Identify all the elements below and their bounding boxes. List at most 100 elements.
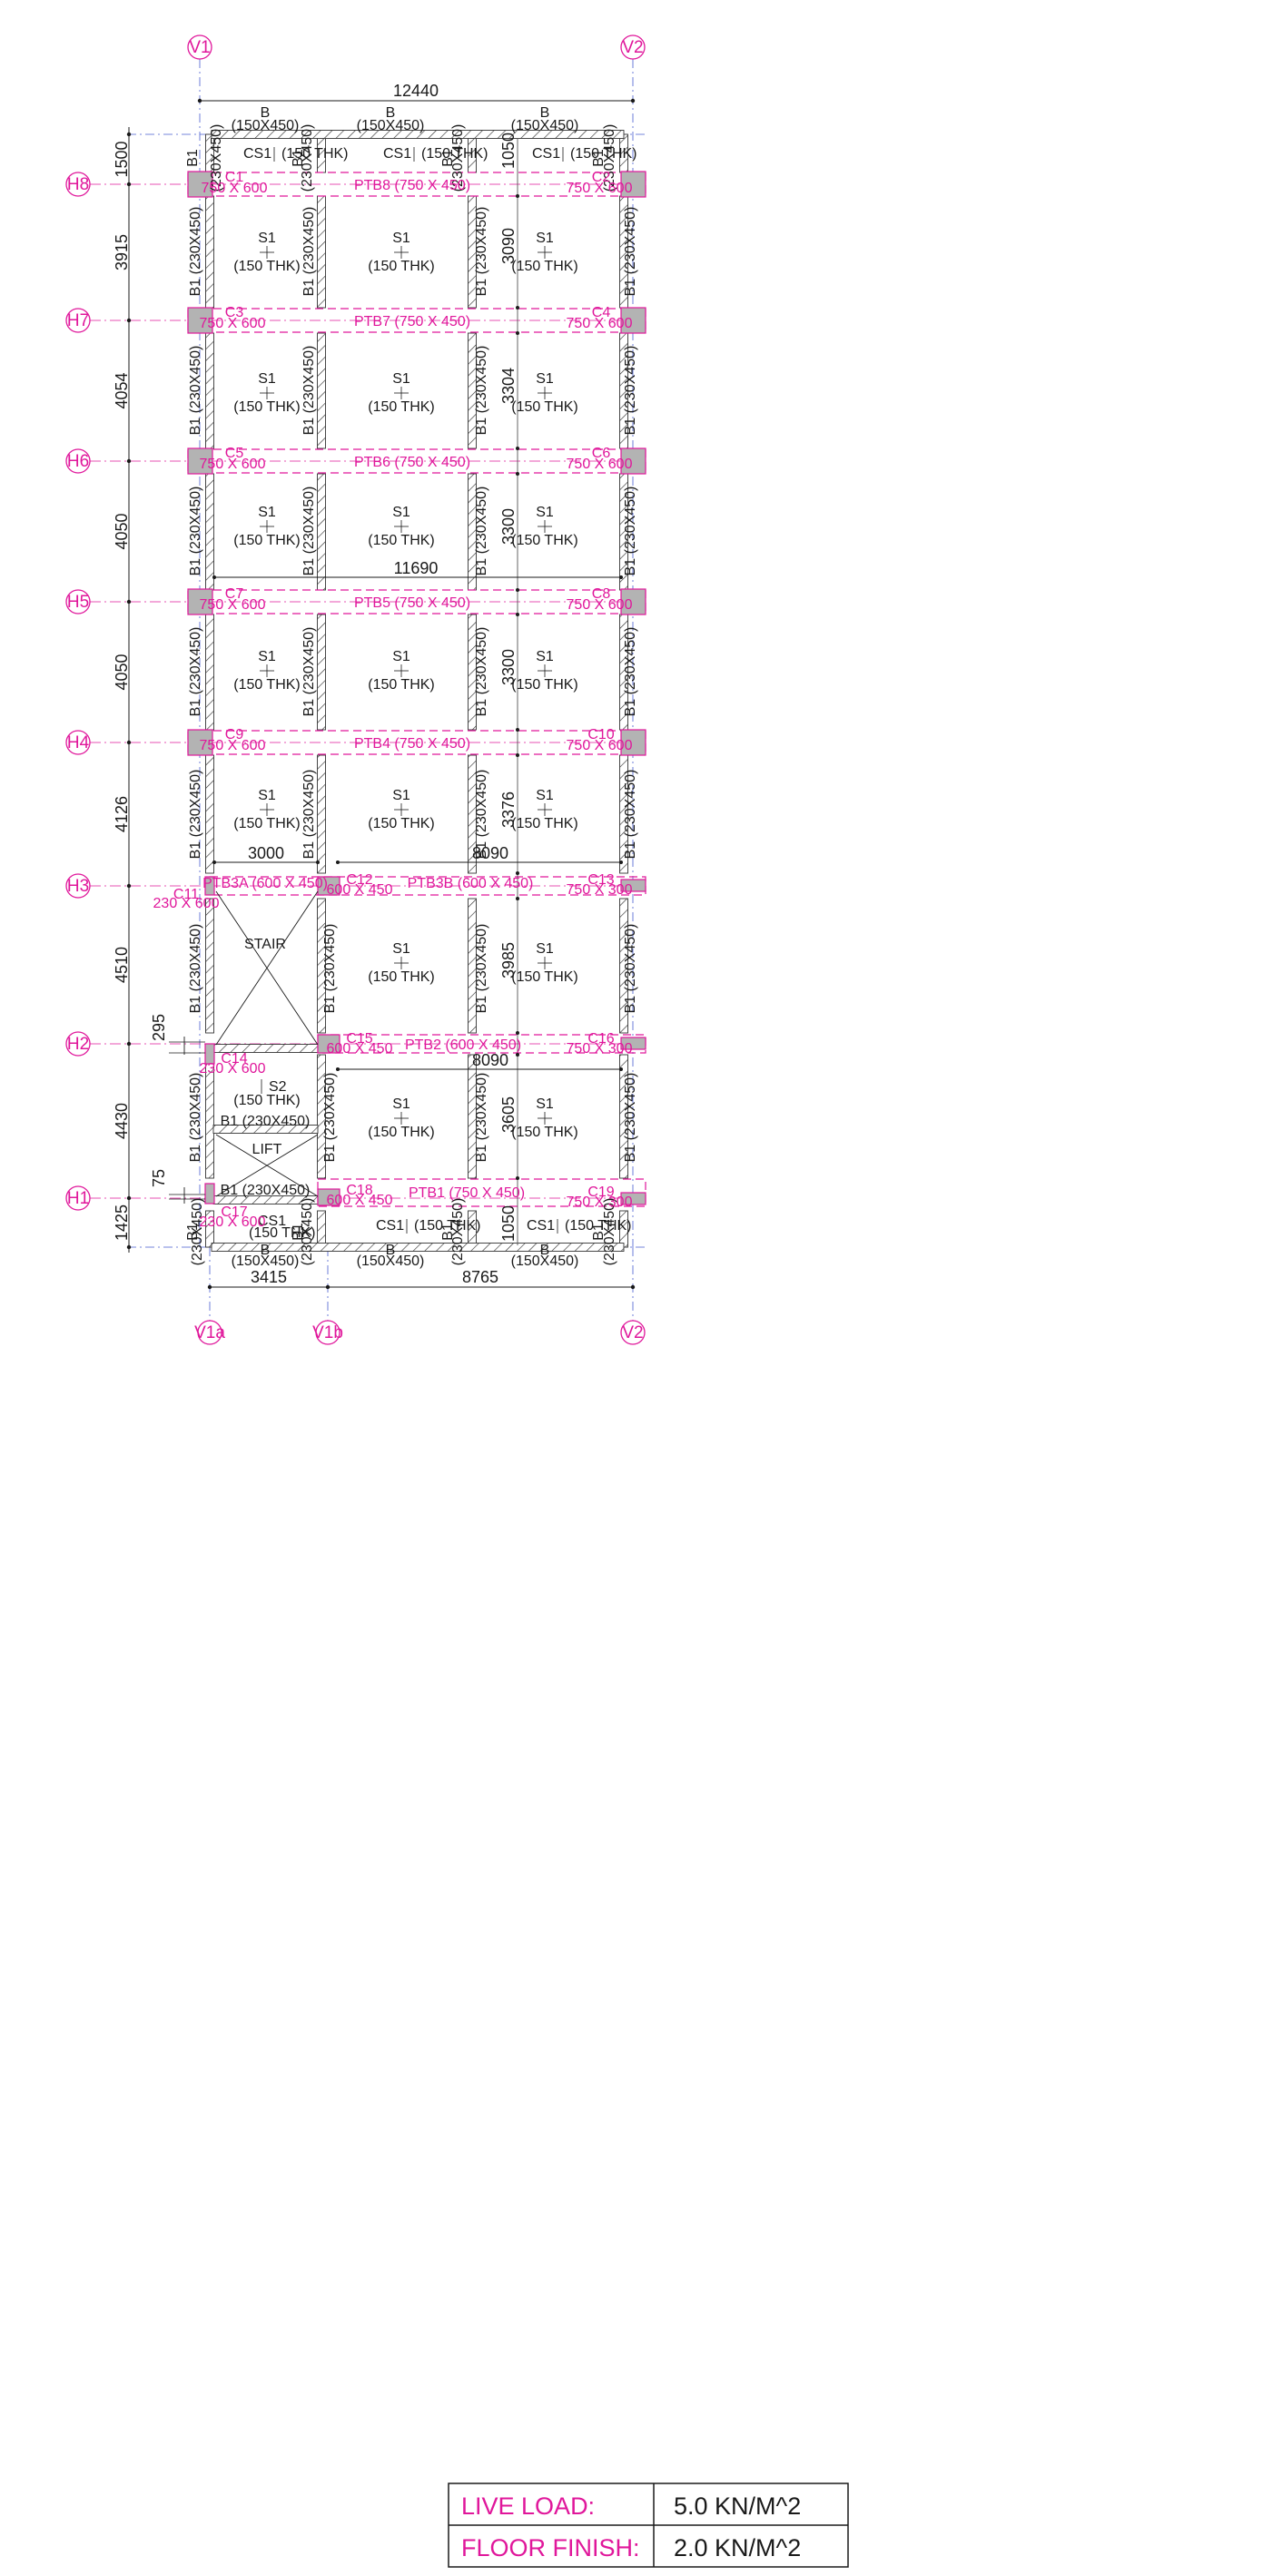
cs1-thickness: (150 THK) (570, 146, 637, 162)
dim-mid-bay: 3605 (499, 1096, 518, 1133)
wall-left (205, 332, 214, 449)
slab-label: S1 (258, 231, 276, 246)
slab-thickness: (150 THK) (368, 399, 435, 415)
edge-beam-label: B (540, 105, 550, 121)
wall-mid-2 (468, 754, 477, 874)
column-size-C6: 750 X 600 (567, 457, 633, 472)
cantilever-bottom-size-mid1: (230X450) (300, 1198, 315, 1266)
cs1-thickness-bottom: (150 THK) (414, 1218, 481, 1234)
column-label-C13: C13 (587, 872, 614, 888)
column-C13 (620, 879, 646, 892)
wall-mid-1 (317, 898, 326, 1034)
beam-b1-mid1: B1 (230X450) (301, 770, 317, 860)
stair-label: STAIR (244, 937, 286, 952)
column-C15 (317, 1034, 340, 1054)
slab-thickness-S2: (150 THK) (233, 1093, 301, 1108)
wall-mid-2 (468, 614, 477, 731)
dim-mid-tick-13 (516, 1176, 519, 1180)
column-label-C1: C1 (225, 170, 244, 185)
dim-8090b-text: 8090 (472, 1051, 508, 1069)
column-C16 (620, 1037, 646, 1050)
slab-label: S1 (392, 649, 410, 664)
dim-8090-tick-1 (619, 860, 623, 864)
wall-mid-1 (317, 473, 326, 591)
pt-beam-label-PTB3A: PTB3A (600 X 450) (202, 876, 328, 891)
dim-mid-tick-4 (516, 472, 519, 476)
beam-b1-left: B1 (230X450) (188, 924, 203, 1014)
column-C11 (204, 876, 215, 896)
dim-bottom-tick-2 (630, 1284, 636, 1290)
slab-label: S1 (536, 649, 554, 664)
column-C18 (317, 1188, 340, 1206)
wall-left (205, 614, 214, 731)
beam-b1-right: B1 (230X450) (623, 770, 638, 860)
column-size-C3: 750 X 600 (200, 316, 266, 331)
dim-inner-text: 11690 (394, 559, 439, 577)
cs1-thickness-bottom-left: (150 THK) (249, 1225, 316, 1241)
beam-b1-mid2: B1 (230X450) (474, 487, 489, 576)
dim-8090b-tick-0 (336, 1067, 340, 1071)
column-label-C11: C11 (173, 887, 199, 902)
dim-overall-text: 12440 (393, 82, 439, 100)
dim-left-segment: 3915 (113, 234, 131, 270)
column-size-C17: 230 X 600 (200, 1214, 266, 1230)
beam-b1-right: B1 (230X450) (623, 627, 638, 717)
dim-left-tick-1 (126, 182, 132, 187)
wall-mid-1 (317, 614, 326, 731)
cantilever-size-mid2: (230X450) (450, 124, 466, 192)
dim-left-tick-2 (126, 318, 132, 323)
cantilever-bottom-size-right: (230X450) (602, 1198, 617, 1266)
beam-b1-mid2: B1 (230X450) (474, 346, 489, 436)
dim-8090-text: 8090 (472, 844, 508, 862)
wall-mid-2 (468, 898, 477, 1034)
column-size-C12: 600 X 450 (327, 882, 393, 898)
slab-label: S1 (392, 371, 410, 387)
wall-mid-1 (317, 754, 326, 874)
wall-right (619, 898, 628, 1034)
column-right (620, 171, 646, 198)
slab-thickness: (150 THK) (511, 1125, 578, 1140)
slab-thickness: (150 THK) (368, 969, 435, 985)
beam-b1-left: B1 (230X450) (188, 207, 203, 297)
floor-finish-label: FLOOR FINISH: (461, 2534, 640, 2561)
structure-layer (126, 98, 646, 1290)
dim-mid-tick-12 (516, 1053, 519, 1057)
slab-thickness: (150 THK) (368, 816, 435, 831)
slab-label: S1 (536, 505, 554, 520)
pt-beam (187, 730, 646, 755)
slab-thickness: (150 THK) (368, 1125, 435, 1140)
slab-label: S1 (392, 788, 410, 803)
slab-thickness: (150 THK) (511, 533, 578, 548)
dim-mid-tick-5 (516, 588, 519, 592)
column-label-C5: C5 (225, 446, 244, 461)
column-label-C10: C10 (587, 727, 614, 742)
pt-beam-label-PTB4: PTB4 (750 X 450) (354, 736, 470, 752)
column-size-C4: 750 X 600 (567, 316, 633, 331)
grid-label-H1: H1 (67, 1189, 89, 1208)
cs1-label: CS1 (383, 146, 411, 162)
wall-lift-top (212, 1125, 319, 1134)
dim-3000-text: 3000 (248, 844, 284, 862)
beam-b1-mid2: B1 (230X450) (474, 924, 489, 1014)
cantilever-b1-mid1: B1 (291, 149, 306, 167)
dim-inner-tick-0 (212, 575, 216, 579)
dim-bottom-tick-1 (325, 1284, 331, 1290)
grid-bubble-H1 (65, 1185, 91, 1211)
beam-b1-left: B1 (230X450) (188, 627, 203, 717)
beam-b1-mid1: B1 (230X450) (322, 924, 338, 1014)
wall-mid-1 (317, 1054, 326, 1179)
column-size-C19: 750 X 300 (567, 1195, 633, 1210)
dim-left-tick-8 (126, 1195, 132, 1201)
dim-mid-tick-11 (516, 1031, 519, 1035)
column-size-C16: 750 X 300 (567, 1041, 633, 1057)
slab-thickness: (150 THK) (233, 259, 301, 274)
cantilever-size-mid1: (230X450) (300, 124, 315, 192)
dim-left-tick-6 (126, 883, 132, 889)
pt-beam (187, 448, 646, 474)
column-size-C11: 230 X 600 (153, 896, 220, 911)
dim-cantilever-top: 1050 (499, 133, 518, 169)
dim-left-tick-9 (126, 1244, 132, 1250)
cantilever-b1-left: B1 (185, 149, 201, 167)
wall-left (205, 898, 214, 1034)
